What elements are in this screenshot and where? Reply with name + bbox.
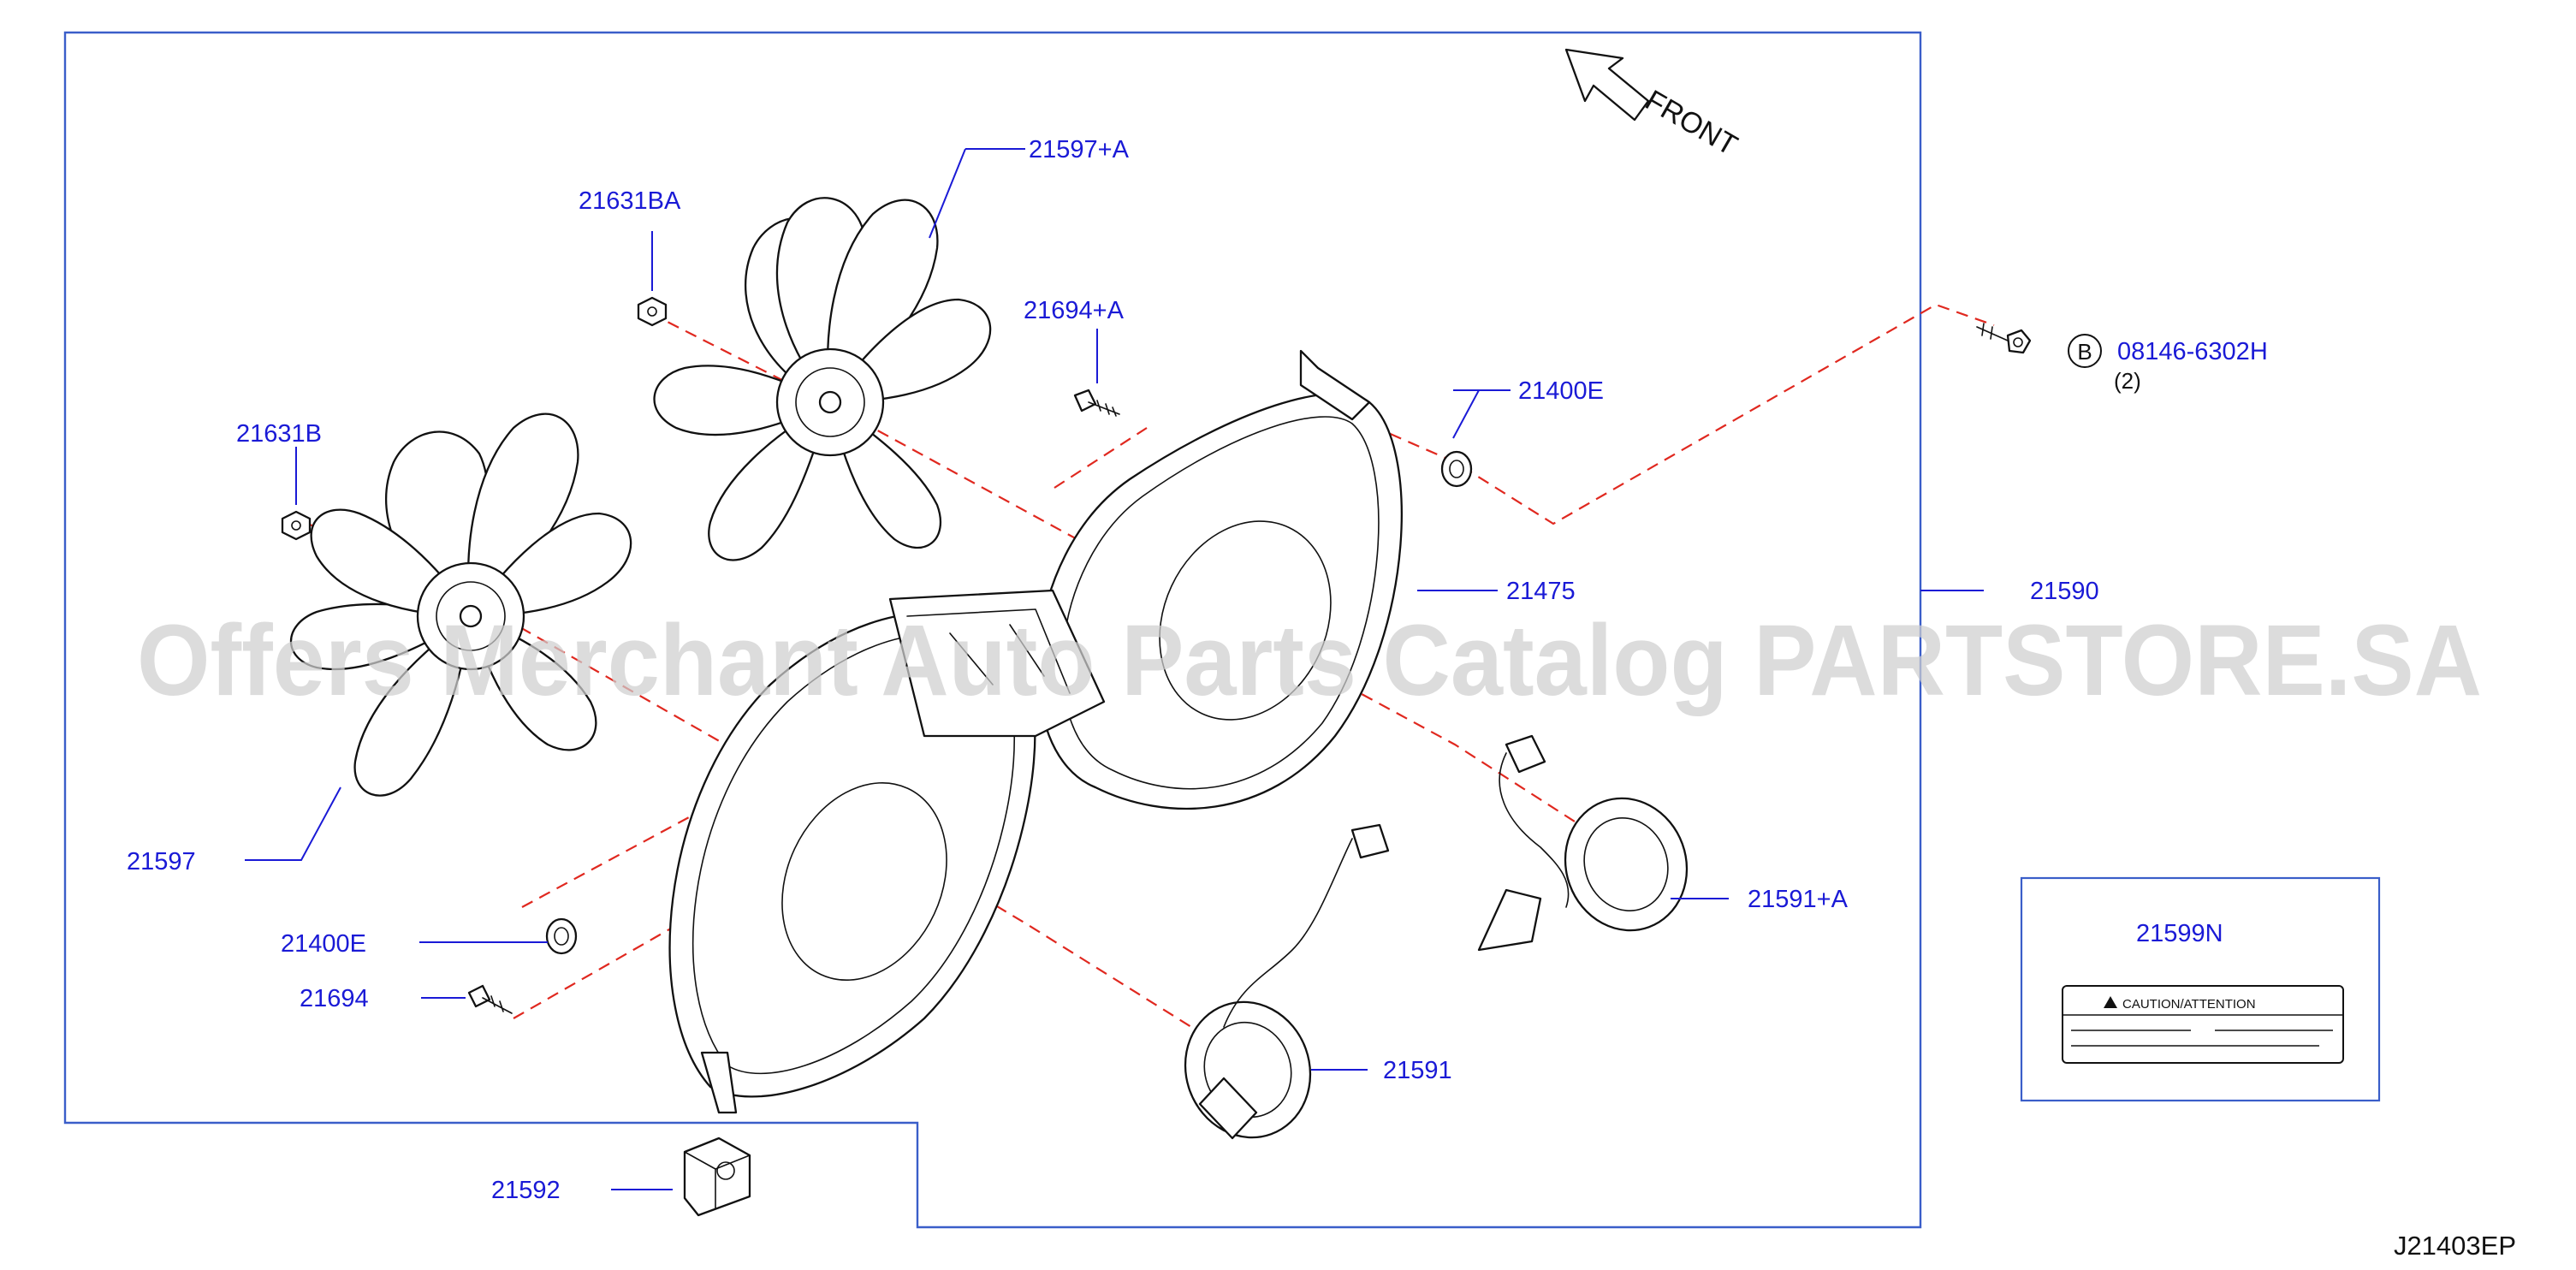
callout-21590: 21590 [2030,578,2099,605]
callout-21591a: 21591+A [1748,886,1849,913]
warning-triangle-icon [2104,996,2117,1008]
assembly-frame [63,31,1922,1229]
callout-21597a: 21597+A [1029,136,1130,163]
callout-21597: 21597 [127,848,196,875]
grommet-21400e-top [1440,450,1473,488]
motor-upper [1477,734,1689,952]
callout-21591: 21591 [1383,1057,1452,1084]
diagram-code: J21403EP [2394,1231,2516,1261]
bolt-reference: B 08146-6302H (2) [2068,334,2268,394]
bolt-quantity: (2) [2114,368,2141,394]
fan-blade-upper [653,197,992,561]
fan-blade-lower [289,412,632,797]
callout-08146-6302h: 08146-6302H [2117,338,2268,365]
callout-21400e-bottom: 21400E [281,930,366,958]
screw-21694a [1073,389,1120,417]
bolt-08146-6302h [1976,323,2032,354]
callout-21599n: 21599N [2136,920,2223,947]
caution-label-card [2062,985,2344,1064]
front-label: FRONT [1640,84,1742,162]
bolt-ref-letter: B [2077,339,2092,365]
callout-21631ba: 21631BA [579,187,681,215]
callout-21694a: 21694+A [1024,297,1125,324]
callout-21475: 21475 [1506,578,1576,605]
callout-21592: 21592 [491,1177,561,1204]
screw-21694 [467,984,513,1014]
fan-shroud [668,349,1403,1114]
watermark: Offers Merchant Auto Parts Catalog PARTS… [137,604,2482,717]
caution-text: CAUTION/ATTENTION [2122,997,2256,1012]
callout-21400e-top: 21400E [1518,377,1604,405]
bracket-21592 [683,1136,751,1217]
callout-21631b: 21631B [236,420,322,448]
nut-21631ba [637,296,668,327]
callout-21694: 21694 [300,985,369,1012]
label-21599n-box: 21599N CAUTION/ATTENTION [2020,876,2381,1102]
front-direction-arrow [1564,48,1650,122]
grommet-21400e-bottom [545,917,578,955]
nut-21631b [281,510,312,541]
motor-lower [1184,823,1390,1140]
